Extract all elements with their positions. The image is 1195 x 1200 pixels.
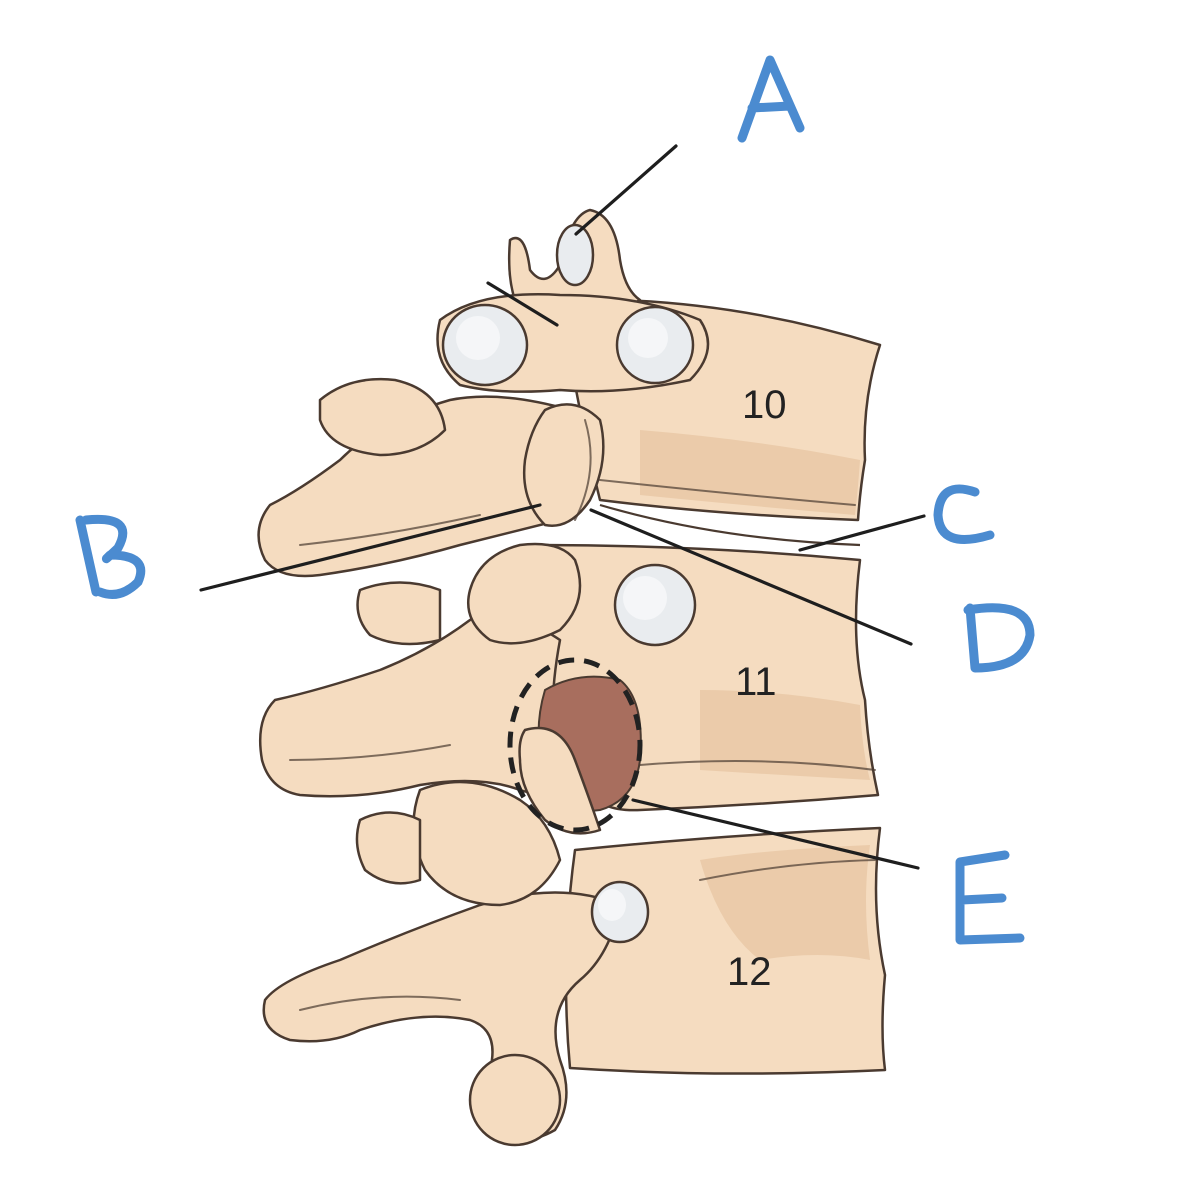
t12-tubercle <box>468 1053 562 1147</box>
vertebra-t11 <box>258 542 880 835</box>
label-c: C <box>933 484 995 544</box>
vertebra-number-10: 10 <box>742 383 787 427</box>
label-e: E <box>955 850 1025 945</box>
svg-text:C: C <box>960 514 961 516</box>
label-d: D <box>963 603 1035 673</box>
label-b: B <box>75 514 146 599</box>
label-a: A <box>737 55 805 143</box>
leader-line-b <box>199 503 542 592</box>
vertebra-t10 <box>257 208 882 578</box>
svg-text:A: A <box>770 98 771 101</box>
t11-superior-articular <box>467 542 582 645</box>
vertebra-number-11: 11 <box>735 660 777 704</box>
leader-line-a <box>574 144 678 236</box>
vertebra-t12 <box>262 780 887 1147</box>
t10-superior-facet <box>555 223 595 287</box>
leader-line-c <box>798 514 926 552</box>
leader-line-a2 <box>486 281 559 327</box>
leader-line-e <box>631 798 920 870</box>
highlight-dashed-circle <box>507 657 643 833</box>
svg-text:D: D <box>1000 639 1001 641</box>
t12-superior-articular <box>412 780 562 907</box>
t10-inferior-articular <box>523 403 605 527</box>
t11-inferior-articular <box>518 726 602 835</box>
vertebra-number-12: 12 <box>727 950 772 994</box>
leader-line-d <box>589 508 913 646</box>
leader-lines <box>199 144 926 870</box>
